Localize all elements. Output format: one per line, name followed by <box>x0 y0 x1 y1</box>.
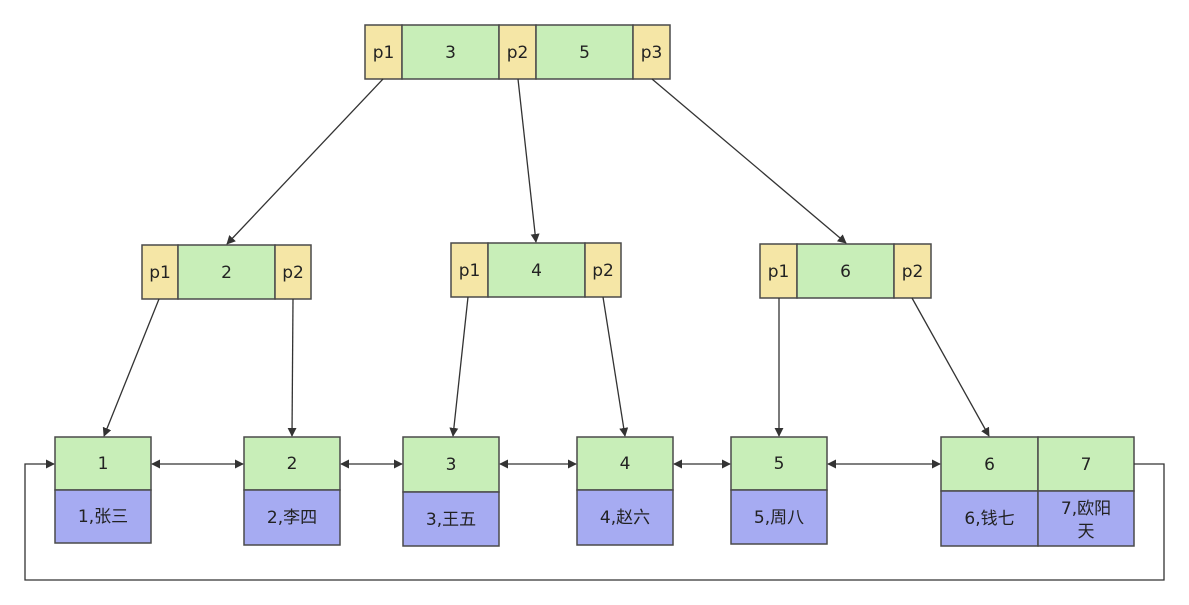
internal-2-p1-label: p1 <box>459 261 481 281</box>
leaf-3-data-label: 3,王五 <box>426 510 476 530</box>
leaf-5-data <box>730 489 828 545</box>
leaf-node-4: 4 4,赵六 <box>576 436 674 546</box>
internal-2-p1-arrow <box>449 296 469 437</box>
internal-2-key-label: 4 <box>531 261 542 281</box>
internal-1-key <box>177 244 276 300</box>
internal-2-pointer-p2 <box>584 242 622 298</box>
root-key-2-label: 5 <box>579 43 590 63</box>
internal-1-p2-label: p2 <box>282 263 304 283</box>
internal-1-p1-arrow <box>102 298 160 437</box>
leaf-node-3: 3 3,王五 <box>402 436 500 547</box>
internal-node-3: p1 6 p2 <box>759 243 932 299</box>
root-pointer-p3 <box>632 24 671 80</box>
root-key-1 <box>401 24 500 80</box>
leaf-4-data <box>576 489 674 546</box>
internal-2-key <box>487 242 586 298</box>
leaf-links <box>24 459 1165 581</box>
root-p2-arrow <box>517 78 540 243</box>
leaf-6-data-b-label-line2: 天 <box>1078 522 1095 542</box>
internal-2-pointer-p1 <box>450 242 489 298</box>
root-pointer-p2-label: p2 <box>507 43 529 63</box>
leaf-3-key-label: 3 <box>446 455 457 475</box>
leaf-node-2: 2 2,李四 <box>243 436 341 546</box>
leaf-1-data-label: 1,张三 <box>78 507 128 527</box>
internal-1-pointer-p2 <box>274 244 312 300</box>
internal-2-p2-arrow <box>602 296 629 437</box>
leaf-6-data-a-label: 6,钱七 <box>964 509 1014 529</box>
leaf-2-key-label: 2 <box>287 454 298 474</box>
internal-3-pointer-p1 <box>759 243 798 299</box>
leaf-1-key-label: 1 <box>98 454 109 474</box>
leaf-6-data-b-label-line1: 7,欧阳 <box>1061 499 1111 519</box>
leaf-4-data-label: 4,赵六 <box>600 508 650 528</box>
leaf-node-5: 5 5,周八 <box>730 436 828 545</box>
leaf-6-key-b <box>1037 436 1135 492</box>
root-p1-arrow <box>226 78 384 245</box>
internal-1-p2-arrow <box>287 298 297 437</box>
leaf-2-key <box>243 436 341 491</box>
leaf-2-data <box>243 489 341 546</box>
leaf-1-data <box>54 489 152 544</box>
leaf-4-key <box>576 436 674 491</box>
leaf-wraparound-link <box>24 459 1165 581</box>
leaf-4-key-label: 4 <box>620 454 631 474</box>
root-pointer-p2 <box>498 24 537 80</box>
internal-1-key-label: 2 <box>221 263 232 283</box>
root-node: p1 3 p2 5 p3 <box>364 24 671 80</box>
internal-3-pointer-p2 <box>893 243 932 299</box>
internal-node-1: p1 2 p2 <box>141 244 312 300</box>
root-p3-arrow <box>651 78 847 244</box>
internal-3-key <box>796 243 895 299</box>
internal-1-p1-label: p1 <box>149 263 171 283</box>
leaf-node-1: 1 1,张三 <box>54 436 152 544</box>
root-pointer-p1-label: p1 <box>373 43 395 63</box>
root-key-1-label: 3 <box>445 43 456 63</box>
root-pointer-p3-label: p3 <box>641 43 663 63</box>
leaf-6-data-b <box>1037 490 1135 547</box>
leaf-2-data-label: 2,李四 <box>267 508 317 528</box>
internal-3-p1-label: p1 <box>768 262 790 282</box>
internal-1-pointer-p1 <box>141 244 179 300</box>
leaf-5-data-label: 5,周八 <box>754 508 804 528</box>
leaf-5-key <box>730 436 828 491</box>
leaf-3-key <box>402 436 500 493</box>
internal-node-2: p1 4 p2 <box>450 242 622 298</box>
leaf-6-key-a-label: 6 <box>984 455 995 475</box>
root-pointer-p1 <box>364 24 403 80</box>
leaf-6-key-b-label: 7 <box>1081 455 1092 475</box>
internal-3-key-label: 6 <box>840 262 851 282</box>
internal-2-p2-label: p2 <box>592 261 614 281</box>
leaf-5-key-label: 5 <box>774 454 785 474</box>
leaf-3-data <box>402 491 500 547</box>
internal-3-p2-label: p2 <box>902 262 924 282</box>
tree-pointers <box>102 78 990 437</box>
leaf-node-6: 6 6,钱七 7 7,欧阳 天 <box>940 436 1135 547</box>
internal-3-p2-arrow <box>911 297 990 437</box>
